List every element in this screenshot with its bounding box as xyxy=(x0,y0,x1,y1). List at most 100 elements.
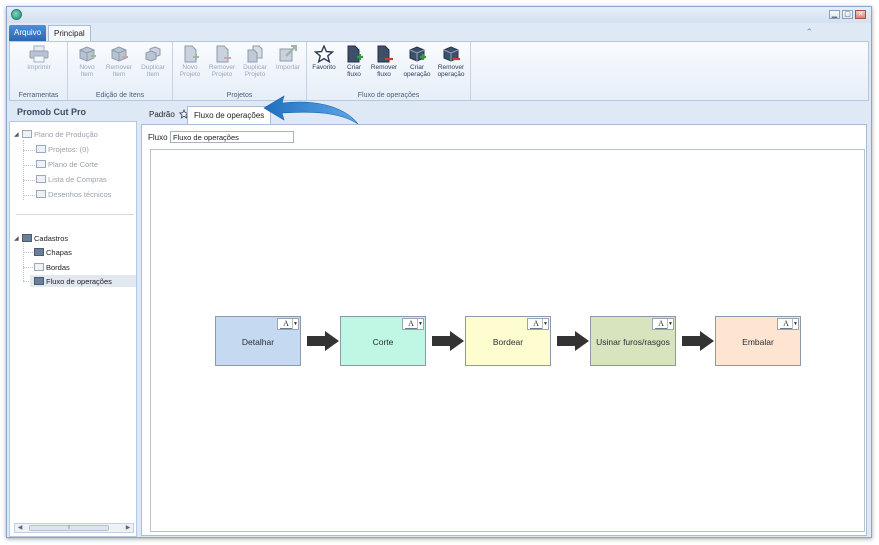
chevron-down-icon[interactable]: ▼ xyxy=(792,319,798,329)
font-glyph-icon[interactable]: A xyxy=(655,319,667,329)
tree-expander-icon[interactable]: ◢ xyxy=(14,132,19,138)
new-item-icon xyxy=(79,46,96,62)
favorite-label: Favorito xyxy=(312,64,336,71)
tree-item-bordas[interactable]: Bordas xyxy=(34,263,70,272)
chevron-down-icon[interactable]: ▼ xyxy=(292,319,298,329)
tree-item-projetos[interactable]: Projetos: (0) xyxy=(36,145,89,154)
ribbon-collapse-icon[interactable]: ⌃ xyxy=(805,27,813,37)
font-glyph-icon[interactable]: A xyxy=(780,319,792,329)
font-control[interactable]: A▼ xyxy=(777,318,799,330)
chevron-down-icon[interactable]: ▼ xyxy=(542,319,548,329)
flow-name-input[interactable]: Fluxo de operações xyxy=(170,131,294,143)
app-window: ▁ ▢ ✕ Arquivo Principal ⌃ Imprimir Ferra… xyxy=(6,6,872,538)
app-logo-icon xyxy=(11,9,22,20)
tree-item-label: Projetos: (0) xyxy=(48,145,89,154)
flow-canvas[interactable]: A▼ Detalhar A▼ Corte A▼ Bordear A▼ Usina… xyxy=(150,149,865,532)
tab-arquivo[interactable]: Arquivo xyxy=(9,25,47,41)
tab-principal[interactable]: Principal xyxy=(48,25,91,41)
ribbon-tab-strip: Arquivo Principal ⌃ xyxy=(7,23,871,41)
remove-item-icon xyxy=(111,46,128,62)
font-control[interactable]: A▼ xyxy=(277,318,299,330)
sidebar-tree: ◢ Plano de Produção Projetos: (0) Plano … xyxy=(9,121,137,537)
font-glyph-icon[interactable]: A xyxy=(280,319,292,329)
tree-item-label: Desenhos técnicos xyxy=(48,190,112,199)
tree-connector xyxy=(23,140,24,200)
print-button-label: Imprimir xyxy=(27,64,51,71)
sidebar-horizontal-scrollbar[interactable]: ◀ ⦀ ▶ xyxy=(14,523,134,533)
tree-item-fluxo-operacoes[interactable]: Fluxo de operações xyxy=(34,277,112,286)
operation-box-corte[interactable]: A▼ Corte xyxy=(340,316,426,366)
operation-box-detalhar[interactable]: A▼ Detalhar xyxy=(215,316,301,366)
flow-operations-icon xyxy=(34,277,44,285)
operation-box-bordear[interactable]: A▼ Bordear xyxy=(465,316,551,366)
tree-item-chapas[interactable]: Chapas xyxy=(34,248,72,257)
sheets-icon xyxy=(34,248,44,256)
flow-arrow-icon xyxy=(432,331,464,351)
tree-item-desenhos-tecnicos[interactable]: Desenhos técnicos xyxy=(36,190,111,199)
scroll-right-arrow-icon[interactable]: ▶ xyxy=(125,525,131,531)
tree-connector xyxy=(23,195,35,196)
chevron-down-icon[interactable]: ▼ xyxy=(417,319,423,329)
chevron-down-icon[interactable]: ▼ xyxy=(667,319,673,329)
tree-item-plano-producao[interactable]: Plano de Produção xyxy=(22,130,98,139)
title-bar: ▁ ▢ ✕ xyxy=(7,7,871,23)
tree-connector xyxy=(23,281,33,282)
print-button[interactable]: Imprimir xyxy=(24,45,54,71)
tree-connector xyxy=(23,244,24,281)
tree-item-lista-compras[interactable]: Lista de Compras xyxy=(36,175,107,184)
font-control[interactable]: A▼ xyxy=(652,318,674,330)
tab-fluxo-operacoes[interactable]: Fluxo de operações xyxy=(187,106,272,124)
tree-connector xyxy=(23,267,33,268)
remove-project-icon xyxy=(216,45,231,63)
tree-item-cadastros[interactable]: Cadastros xyxy=(22,234,68,243)
import-button[interactable]: Importar xyxy=(273,45,303,71)
close-button[interactable]: ✕ xyxy=(855,10,866,19)
shopping-list-icon xyxy=(36,175,46,183)
tree-item-label: Cadastros xyxy=(34,234,69,243)
ribbon-group-label: Projetos xyxy=(226,92,253,99)
registry-icon xyxy=(22,234,32,242)
scroll-left-arrow-icon[interactable]: ◀ xyxy=(17,525,23,531)
tree-connector xyxy=(23,180,35,181)
font-control[interactable]: A▼ xyxy=(527,318,549,330)
duplicate-item-icon xyxy=(145,46,161,62)
ribbon-group-label: Edição de Itens xyxy=(95,92,145,99)
operation-label: Corte xyxy=(372,337,394,347)
minimize-button[interactable]: ▁ xyxy=(829,10,840,19)
operation-box-usinar[interactable]: A▼ Usinar furos/rasgos xyxy=(590,316,676,366)
operation-label: Detalhar xyxy=(241,337,275,347)
favorite-button[interactable]: Favorito xyxy=(309,45,339,71)
new-project-icon xyxy=(184,45,199,63)
tree-item-label: Lista de Compras xyxy=(48,175,107,184)
scrollbar-thumb[interactable]: ⦀ xyxy=(29,525,109,531)
font-glyph-icon[interactable]: A xyxy=(530,319,542,329)
font-control[interactable]: A▼ xyxy=(402,318,424,330)
ribbon-group-ferramentas: Imprimir Ferramentas xyxy=(10,42,68,100)
restore-button[interactable]: ▢ xyxy=(842,10,853,19)
tree-connector xyxy=(23,252,33,253)
operation-label: Bordear xyxy=(492,337,524,347)
tree-connector xyxy=(23,150,35,151)
font-glyph-icon[interactable]: A xyxy=(405,319,417,329)
duplicate-project-icon xyxy=(247,45,263,63)
operation-box-embalar[interactable]: A▼ Embalar xyxy=(715,316,801,366)
tree-expander-icon[interactable]: ◢ xyxy=(14,236,19,242)
create-flow-icon xyxy=(347,45,363,63)
tree-item-plano-corte[interactable]: Plano de Corte xyxy=(36,160,98,169)
remove-operation-icon xyxy=(443,46,460,62)
